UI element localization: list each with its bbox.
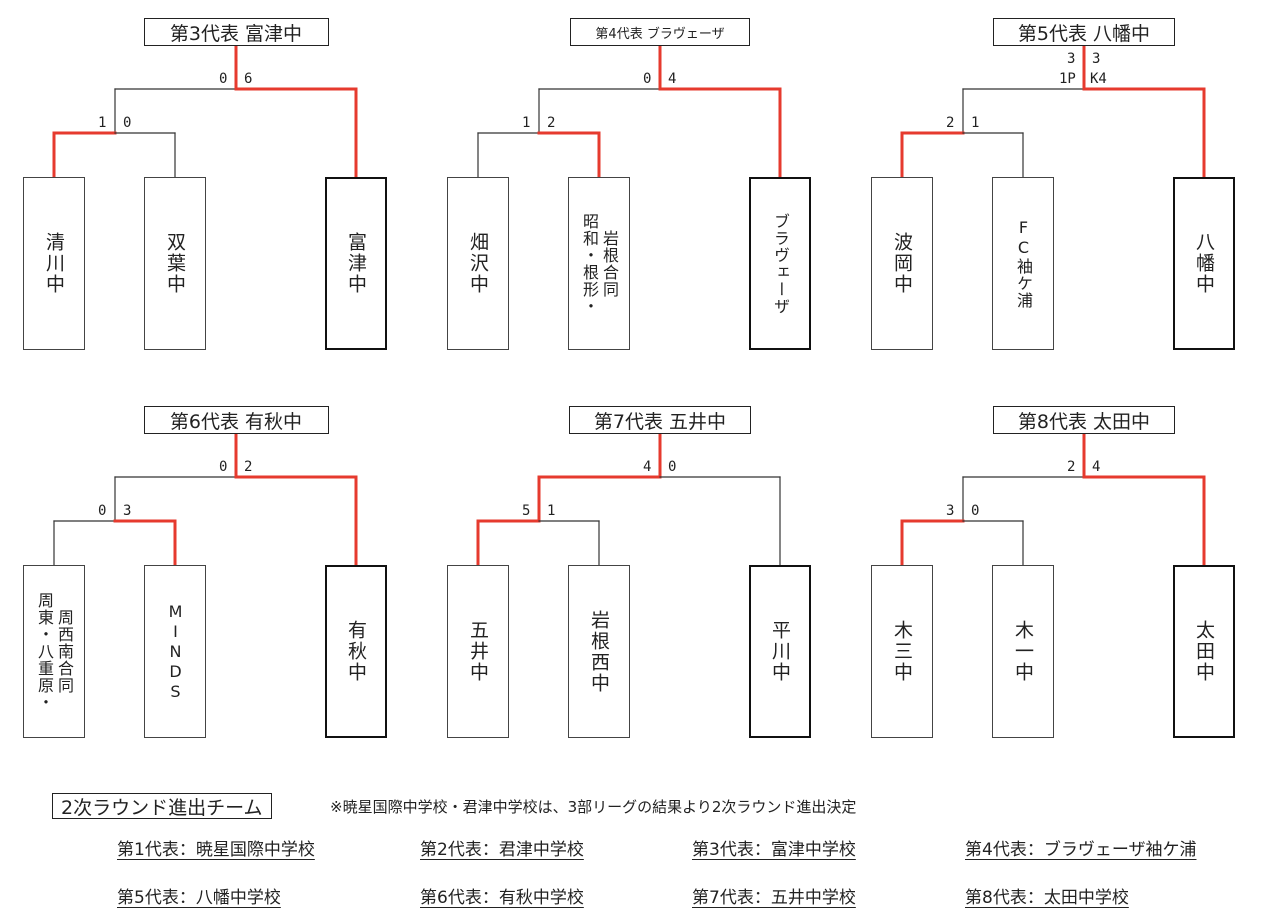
- team-name: MINDS: [166, 601, 185, 702]
- first-round-score-left: 3: [946, 503, 955, 519]
- team-name: ブラヴェーザ: [771, 212, 790, 315]
- representative-4[interactable]: 第4代表：ブラヴェーザ袖ケ浦: [965, 840, 1197, 860]
- team-box-2: 双葉中: [144, 177, 206, 350]
- team-name: 木一中: [1012, 620, 1034, 683]
- team-name: 五井中: [467, 620, 489, 683]
- final-score-left: 4: [643, 459, 652, 475]
- team-box-1: 五井中: [447, 565, 509, 738]
- final-score-right: 2: [244, 459, 253, 475]
- team-box-3: 平川中: [749, 565, 811, 738]
- team-box-1: 畑沢中: [447, 177, 509, 350]
- bracket-title-5: 第7代表 五井中: [569, 406, 751, 434]
- representative-1[interactable]: 第1代表：暁星国際中学校: [117, 840, 315, 860]
- final-score-right: 4: [1092, 459, 1101, 475]
- pk-score-left: 1P: [1059, 71, 1076, 87]
- first-round-score-right: 0: [971, 503, 980, 519]
- team-box-3: 有秋中: [325, 565, 387, 738]
- bracket-title-6: 第8代表 太田中: [993, 406, 1175, 434]
- team-box-2: FC袖ケ浦: [992, 177, 1054, 350]
- final-score-right: 3: [1092, 51, 1101, 67]
- final-score-left: 3: [1067, 51, 1076, 67]
- bracket-title-3: 第5代表 八幡中: [993, 18, 1175, 46]
- representative-5[interactable]: 第5代表：八幡中学校: [117, 888, 281, 908]
- team-box-3: 太田中: [1173, 565, 1235, 738]
- first-round-score-right: 3: [123, 503, 132, 519]
- team-box-1: 清川中: [23, 177, 85, 350]
- qualification-note: ※暁星国際中学校・君津中学校は、3部リーグの結果より2次ラウンド進出決定: [330, 798, 857, 816]
- final-score-left: 0: [219, 71, 228, 87]
- team-name: 太田中: [1193, 620, 1215, 683]
- final-score-left: 0: [643, 71, 652, 87]
- team-name: 周東・八重原・: [35, 592, 54, 711]
- team-box-2: MINDS: [144, 565, 206, 738]
- team-box-1: 周西南合同周東・八重原・: [23, 565, 85, 738]
- final-score-left: 0: [219, 459, 228, 475]
- team-name: 昭和・根形・: [580, 212, 599, 315]
- team-box-2: 岩根西中: [568, 565, 630, 738]
- final-score-left: 2: [1067, 459, 1076, 475]
- team-box-1: 波岡中: [871, 177, 933, 350]
- final-score-right: 6: [244, 71, 253, 87]
- team-name: 双葉中: [164, 232, 186, 295]
- team-name: 木三中: [891, 620, 913, 683]
- team-name: 波岡中: [891, 232, 913, 295]
- team-box-3: 八幡中: [1173, 177, 1235, 350]
- team-name: 平川中: [769, 620, 791, 683]
- team-name: 周西南合同: [55, 609, 74, 694]
- team-name: FC袖ケ浦: [1014, 218, 1033, 309]
- first-round-score-right: 2: [547, 115, 556, 131]
- first-round-score-right: 1: [971, 115, 980, 131]
- team-box-3: 富津中: [325, 177, 387, 350]
- first-round-score-right: 0: [123, 115, 132, 131]
- first-round-score-left: 5: [522, 503, 531, 519]
- pk-score-right: K4: [1090, 71, 1107, 87]
- team-box-2: 木一中: [992, 565, 1054, 738]
- team-box-3: ブラヴェーザ: [749, 177, 811, 350]
- representative-2[interactable]: 第2代表：君津中学校: [420, 840, 584, 860]
- bracket-title-4: 第6代表 有秋中: [143, 406, 329, 434]
- team-name: 富津中: [345, 232, 367, 295]
- team-name: 岩根西中: [588, 609, 610, 694]
- team-name: 畑沢中: [467, 232, 489, 295]
- representative-7[interactable]: 第7代表：五井中学校: [692, 888, 856, 908]
- representative-3[interactable]: 第3代表：富津中学校: [692, 840, 856, 860]
- team-name: 有秋中: [345, 620, 367, 683]
- representative-8[interactable]: 第8代表：太田中学校: [965, 888, 1129, 908]
- first-round-score-right: 1: [547, 503, 556, 519]
- first-round-score-left: 2: [946, 115, 955, 131]
- first-round-score-left: 1: [522, 115, 531, 131]
- final-score-right: 0: [668, 459, 677, 475]
- representative-6[interactable]: 第6代表：有秋中学校: [420, 888, 584, 908]
- final-score-right: 4: [668, 71, 677, 87]
- team-name: 清川中: [43, 232, 65, 295]
- bracket-title-1: 第3代表 富津中: [143, 18, 329, 46]
- team-name: 八幡中: [1193, 232, 1215, 295]
- qualified-teams-heading: 2次ラウンド進出チーム: [52, 793, 272, 819]
- team-name: 岩根合同: [600, 229, 619, 298]
- first-round-score-left: 1: [98, 115, 107, 131]
- team-box-1: 木三中: [871, 565, 933, 738]
- first-round-score-left: 0: [98, 503, 107, 519]
- team-box-2: 岩根合同昭和・根形・: [568, 177, 630, 350]
- bracket-title-2: 第4代表 ブラヴェーザ: [570, 18, 750, 46]
